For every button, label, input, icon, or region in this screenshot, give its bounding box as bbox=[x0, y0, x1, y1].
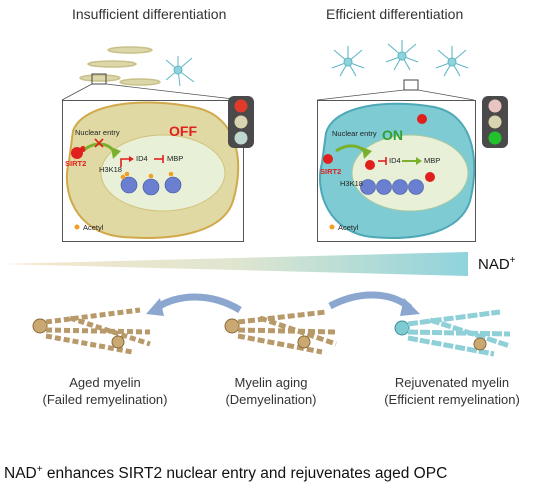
left-title: Insufficient differentiation bbox=[72, 6, 227, 22]
right-oligo-cells bbox=[331, 40, 469, 77]
right-zoom-box bbox=[403, 79, 419, 91]
nad-label: NAD+ bbox=[478, 255, 516, 273]
curved-arrow-left bbox=[154, 293, 242, 314]
left-sirt2-label: SIRT2 bbox=[65, 159, 87, 168]
left-mbp-label: MBP bbox=[167, 154, 184, 163]
top-cells-illustration bbox=[61, 40, 475, 101]
right-id4-label: ID4 bbox=[389, 156, 401, 165]
left-traffic-light bbox=[228, 96, 254, 148]
sirt2-protein bbox=[323, 154, 333, 164]
right-h3k18-label: H3K18 bbox=[340, 179, 363, 188]
footer-caption: NAD+ enhances SIRT2 nuclear entry and re… bbox=[4, 464, 448, 483]
left-cell-illustration bbox=[65, 101, 240, 239]
left-h3k18-label: H3K18 bbox=[99, 165, 122, 174]
left-acetyl-label: Acetyl bbox=[83, 223, 104, 232]
nucleosomes bbox=[120, 176, 182, 196]
left-branched-cell bbox=[165, 56, 195, 87]
left-state-label: OFF bbox=[169, 123, 197, 139]
acetyl-marks bbox=[120, 171, 174, 180]
right-mbp-label: MBP bbox=[424, 156, 441, 165]
acetyl-legend-dot bbox=[329, 224, 335, 230]
right-acetyl-label: Acetyl bbox=[338, 223, 359, 232]
curved-arrow-right bbox=[328, 291, 413, 311]
green-light-on bbox=[488, 131, 502, 145]
sirt2-protein bbox=[71, 147, 83, 159]
right-cell-illustration bbox=[319, 102, 475, 239]
rejuvenated-myelin-label: Rejuvenated myelin (Efficient remyelinat… bbox=[384, 375, 520, 407]
aged-myelin-label: Aged myelin (Failed remyelination) bbox=[42, 375, 168, 407]
rejuvenated-myelin-graphic bbox=[394, 309, 511, 357]
right-state-label: ON bbox=[382, 127, 403, 143]
myelin-aging-graphic bbox=[224, 309, 337, 355]
left-id4-label: ID4 bbox=[136, 154, 148, 163]
right-traffic-light bbox=[482, 96, 508, 148]
red-light-on bbox=[234, 99, 248, 113]
aged-myelin-graphic bbox=[32, 307, 151, 355]
acetyl-legend-dot bbox=[74, 224, 80, 230]
id4-activation-arrow bbox=[120, 158, 129, 167]
nucleosomes bbox=[360, 179, 424, 195]
nad-gradient-wedge bbox=[2, 252, 468, 276]
left-zoom-box bbox=[91, 73, 107, 85]
right-nuclear-entry-label: Nuclear entry bbox=[332, 129, 377, 138]
nucleus bbox=[351, 134, 469, 212]
myelin-aging-label: Myelin aging (Demyelination) bbox=[225, 375, 317, 407]
right-panel: Nuclear entry ON SIRT2 H3K18 ID4 MBP Ace… bbox=[317, 100, 476, 242]
right-title: Efficient differentiation bbox=[326, 6, 464, 22]
left-opc-cells bbox=[79, 46, 161, 86]
right-sirt2-label: SIRT2 bbox=[320, 167, 342, 176]
myelin-illustrations bbox=[32, 291, 511, 357]
left-nuclear-entry-label: Nuclear entry bbox=[75, 128, 120, 137]
left-panel: Nuclear entry OFF SIRT2 H3K18 ID4 MBP Ac… bbox=[62, 100, 244, 242]
